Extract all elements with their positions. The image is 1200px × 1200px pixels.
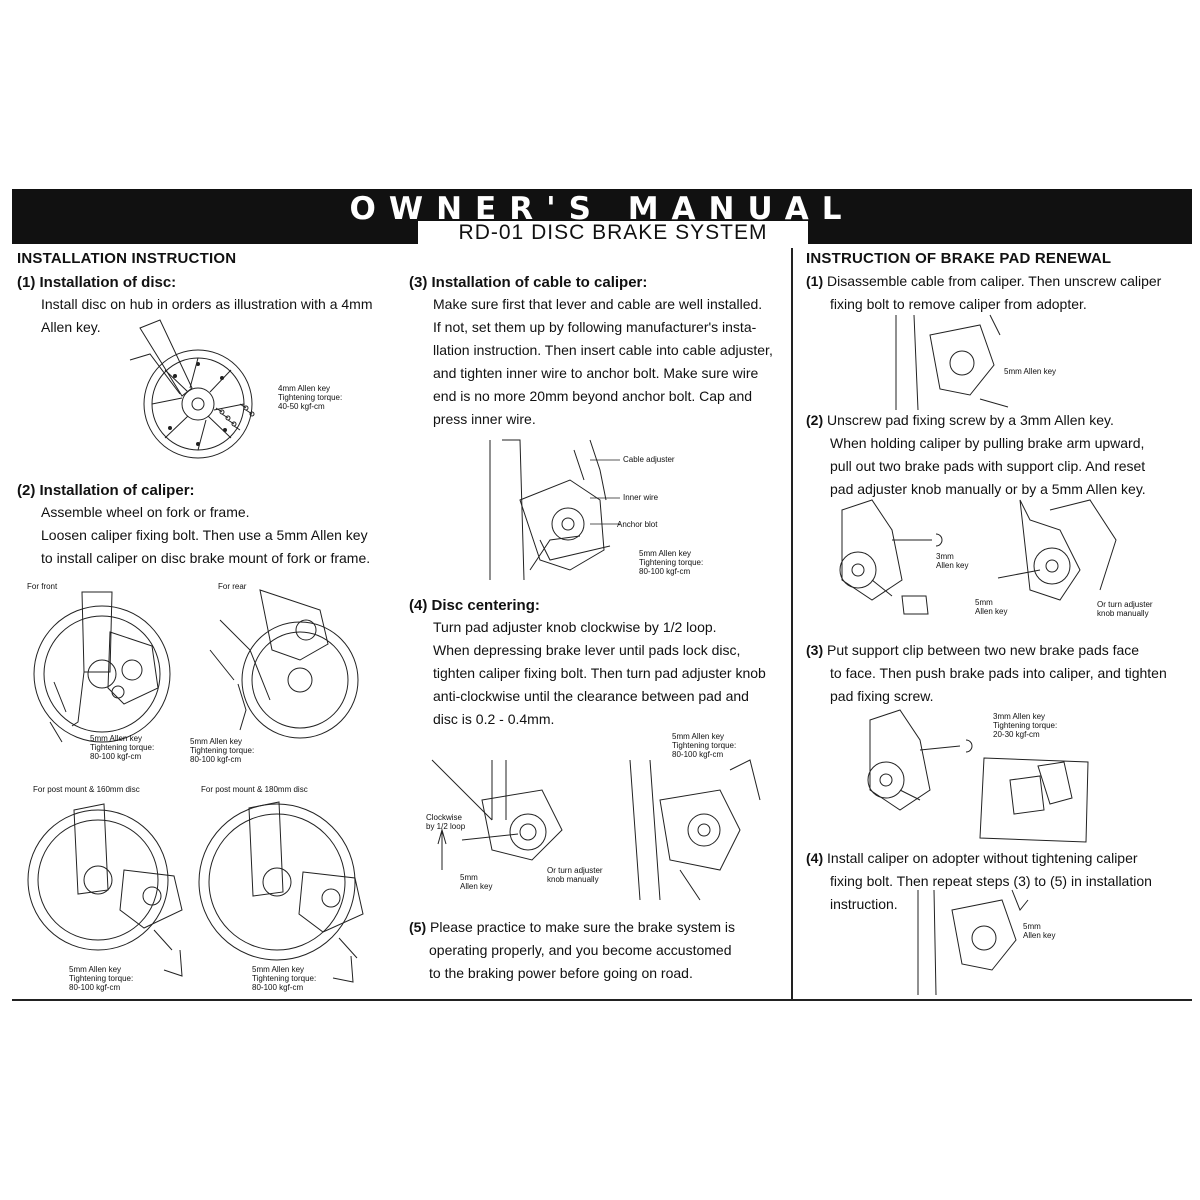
remove-pads-figure [832, 500, 972, 620]
step1-title: (1) Installation of disc: [17, 274, 177, 291]
cable-adjuster-label: Cable adjuster [623, 455, 675, 464]
figure-rear-label: For rear [218, 582, 247, 591]
step2-title: (2) Installation of caliper: [17, 482, 195, 499]
figure-rear-caption: 5mm Allen key Tightening torque: 80-100 … [190, 737, 255, 764]
disc-centering-figure-left [432, 760, 572, 900]
install-pads-figure [860, 710, 1090, 845]
renewal-manual-label: Or turn adjuster knob manually [1097, 600, 1153, 618]
disc-installation-figure [130, 318, 270, 466]
renewal-step4-text: (4) Install caliper on adopter without t… [806, 850, 1152, 912]
reinstall-caliper-figure [912, 890, 1032, 995]
step4-title: (4) Disc centering: [409, 597, 540, 614]
cable-leader-lines [590, 452, 620, 532]
cable-caliper-figure [490, 440, 620, 580]
reset-knob-figure [990, 500, 1120, 610]
renewal-step3-caption: 3mm Allen key Tightening torque: 20-30 k… [993, 712, 1058, 739]
figure-180-caption: 5mm Allen key Tightening torque: 80-100 … [252, 965, 317, 992]
manual-title: OWNER'S MANUAL [349, 191, 855, 227]
renewal-step3-text: (3) Put support clip between two new bra… [806, 642, 1167, 704]
clockwise-label: Clockwise by 1/2 loop [426, 813, 466, 831]
step3-text: Make sure first that lever and cable are… [433, 296, 773, 427]
figure-front-label: For front [27, 582, 58, 591]
figure-160-caption: 5mm Allen key Tightening torque: 80-100 … [69, 965, 134, 992]
inner-wire-label: Inner wire [623, 493, 659, 502]
figure-160-label: For post mount & 160mm disc [33, 785, 140, 794]
step3-caption: 5mm Allen key Tightening torque: 80-100 … [639, 549, 704, 576]
rear-caliper-figure [210, 590, 360, 740]
bottom-rule [12, 999, 1192, 1001]
manual-subtitle: RD-01 DISC BRAKE SYSTEM [418, 221, 808, 245]
step4-right-caption: 5mm Allen key Tightening torque: 80-100 … [672, 732, 737, 759]
front-caliper-figure [20, 592, 180, 742]
renewal-step4-caption: 5mm Allen key [1023, 922, 1056, 940]
renewal-step1-caption: 5mm Allen key [1004, 367, 1057, 376]
renewal-3mm-label: 3mm Allen key [936, 552, 969, 570]
renewal-5mm-label: 5mm Allen key [975, 598, 1008, 616]
disc-centering-figure-right [620, 760, 760, 900]
renewal-step2-text: (2) Unscrew pad fixing screw by a 3mm Al… [806, 412, 1146, 497]
postmount-160-figure [24, 800, 194, 1000]
step1-text: Install disc on hub in orders as illustr… [41, 296, 373, 335]
installation-heading: INSTALLATION INSTRUCTION [17, 250, 237, 267]
column-divider [791, 248, 793, 1000]
figure-front-caption: 5mm Allen key Tightening torque: 80-100 … [90, 734, 155, 761]
step5-text: (5) Please practice to make sure the bra… [409, 919, 736, 981]
step3-title: (3) Installation of cable to caliper: [409, 274, 648, 291]
step2-text: Assemble wheel on fork or frame. Loosen … [41, 504, 371, 566]
renewal-step1-text: (1) Disassemble cable from caliper. Then… [806, 273, 1162, 312]
anchor-bolt-label: Anchor blot [617, 520, 658, 529]
step4-allen-label: 5mm Allen key [460, 873, 493, 891]
renewal-heading: INSTRUCTION OF BRAKE PAD RENEWAL [806, 250, 1112, 267]
postmount-180-figure [183, 798, 383, 998]
step4-text: Turn pad adjuster knob clockwise by 1/2 … [433, 619, 766, 727]
step1-caption: 4mm Allen key Tightening torque: 40-50 k… [278, 384, 343, 411]
manual-knob-label: Or turn adjuster knob manually [547, 866, 603, 884]
figure-180-label: For post mount & 180mm disc [201, 785, 308, 794]
remove-caliper-figure [890, 315, 1010, 410]
